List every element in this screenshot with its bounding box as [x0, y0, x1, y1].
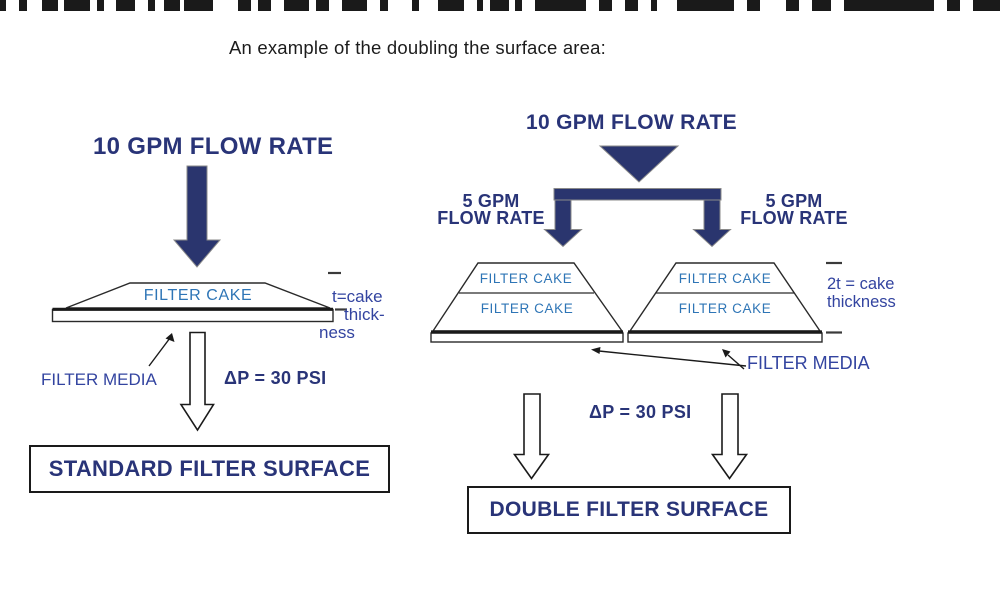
- left-thickness-note-line1: t=cake: [332, 287, 383, 306]
- standard-filter-surface-label: STANDARD FILTER SURFACE: [48, 456, 371, 481]
- right-right-branch-line1: 5 GPM: [765, 191, 823, 211]
- right-left-branch-label: 5 GPM FLOW RATE: [435, 191, 547, 228]
- standard-filter-surface-box: STANDARD FILTER SURFACE: [29, 445, 390, 493]
- left-thickness-note-line2: thick-: [344, 305, 385, 324]
- right-media-pointer-line-b: [727, 354, 745, 370]
- right-pressure-label: ΔP = 30 PSI: [589, 402, 692, 422]
- left-media-pointer-arrowhead-icon: [165, 333, 175, 342]
- right-pressure-arrow-a-icon: [512, 393, 551, 480]
- right-cake-b-upper-label: FILTER CAKE: [678, 271, 772, 286]
- right-thickness-note-line1: 2t = cake: [827, 275, 895, 293]
- right-media-pointer-line-a: [598, 350, 747, 367]
- left-filter-cake-label: FILTER CAKE: [143, 287, 253, 304]
- left-pressure-label: ΔP = 30 PSI: [224, 368, 327, 388]
- right-media-pointer-arrowhead-b-icon: [722, 349, 731, 358]
- right-cake-a-upper-label: FILTER CAKE: [479, 271, 573, 286]
- left-pressure-arrow-icon: [179, 331, 215, 432]
- right-slab-b: [627, 332, 823, 343]
- right-left-branch-line1: 5 GPM: [462, 191, 520, 211]
- left-thickness-note-line3: ness: [319, 323, 355, 342]
- right-thickness-note-line2: thickness: [827, 293, 896, 311]
- right-right-branch-line2: FLOW RATE: [740, 208, 848, 228]
- double-filter-surface-box: DOUBLE FILTER SURFACE: [467, 486, 791, 534]
- right-inlet-triangle-icon: [598, 145, 680, 183]
- left-media-pointer-line: [148, 337, 171, 367]
- double-filter-surface-label: DOUBLE FILTER SURFACE: [489, 498, 769, 521]
- right-manifold-bar: [553, 188, 722, 201]
- right-slab-a: [430, 332, 624, 343]
- right-left-branch-line2: FLOW RATE: [437, 208, 545, 228]
- right-cake-b-lower-label: FILTER CAKE: [678, 301, 772, 316]
- right-right-branch-label: 5 GPM FLOW RATE: [738, 191, 850, 228]
- right-flow-rate-label: 10 GPM FLOW RATE: [526, 111, 737, 134]
- page-title: An example of the doubling the surface a…: [229, 37, 606, 58]
- left-flow-arrow-icon: [172, 165, 222, 268]
- scan-edge-artifact: [0, 0, 1000, 12]
- right-left-branch-arrow-icon: [543, 199, 583, 248]
- right-cake-a-lower-label: FILTER CAKE: [480, 301, 574, 316]
- right-filter-media-label: FILTER MEDIA: [747, 353, 870, 373]
- left-filter-media-slab: [51, 308, 334, 323]
- right-right-branch-arrow-icon: [692, 199, 732, 248]
- right-pressure-arrow-b-icon: [710, 393, 749, 480]
- right-media-pointer-arrowhead-a-icon: [591, 347, 601, 354]
- left-flow-rate-label: 10 GPM FLOW RATE: [93, 133, 334, 160]
- left-filter-media-label: FILTER MEDIA: [41, 370, 157, 389]
